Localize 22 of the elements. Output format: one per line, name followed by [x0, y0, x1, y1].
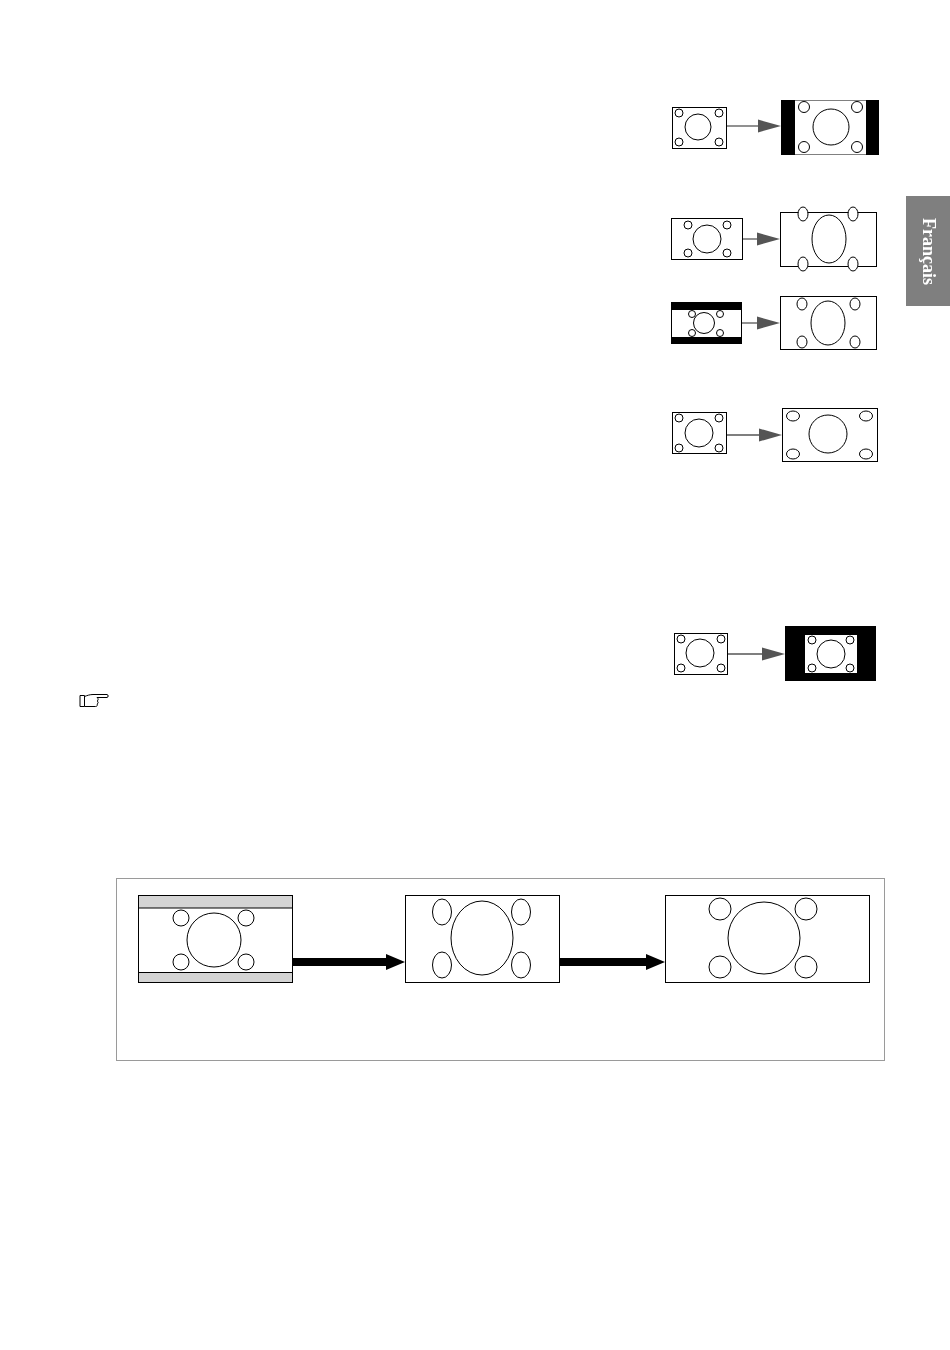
screen-drawing — [671, 302, 742, 344]
screen-drawing — [780, 205, 877, 273]
screen-drawing — [138, 895, 293, 983]
screen-drawing — [671, 218, 743, 260]
arrow — [293, 954, 405, 970]
arrow — [727, 647, 785, 661]
screen-drawing — [672, 412, 727, 454]
screen-drawing — [672, 107, 727, 149]
figure-panel — [116, 878, 885, 1061]
screen-drawing — [405, 895, 560, 983]
arrow — [726, 428, 782, 442]
arrow — [741, 316, 780, 330]
screen-drawing — [781, 100, 879, 155]
screen-drawing — [780, 296, 877, 350]
arrow — [560, 954, 665, 970]
screen-drawing — [782, 408, 878, 462]
language-tab: Français — [906, 196, 950, 306]
arrow — [742, 232, 780, 246]
screen-drawing — [785, 626, 876, 681]
screen-drawing — [665, 895, 870, 983]
arrow — [726, 119, 781, 133]
screen-drawing — [674, 633, 728, 675]
